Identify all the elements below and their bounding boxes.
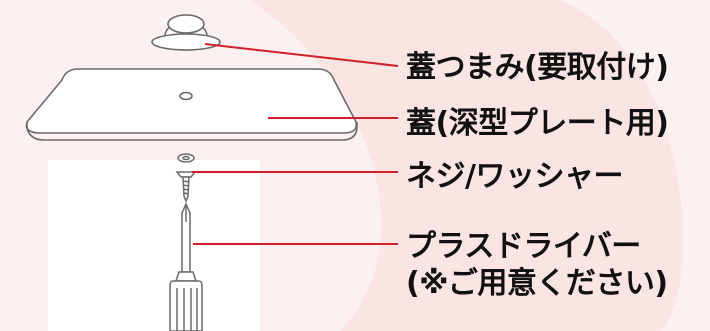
lid-knob-label: 蓋つまみ(要取付け) (406, 50, 669, 85)
white-panel (48, 160, 260, 331)
lid-label: 蓋(深型プレート用) (406, 106, 669, 141)
lid-icon (25, 68, 358, 141)
lid-knob-icon (151, 14, 221, 51)
phillips-screwdriver-icon (169, 202, 203, 331)
screw-washer-label: ネジ/ワッシャー (406, 159, 623, 194)
screw-washer-icon (175, 153, 197, 204)
accent-background-shape (250, 0, 684, 331)
screwdriver-label: プラスドライバー (406, 229, 641, 264)
screwdriver-note: (※ご用意ください) (406, 266, 668, 301)
knob-leader-line (204, 43, 399, 67)
